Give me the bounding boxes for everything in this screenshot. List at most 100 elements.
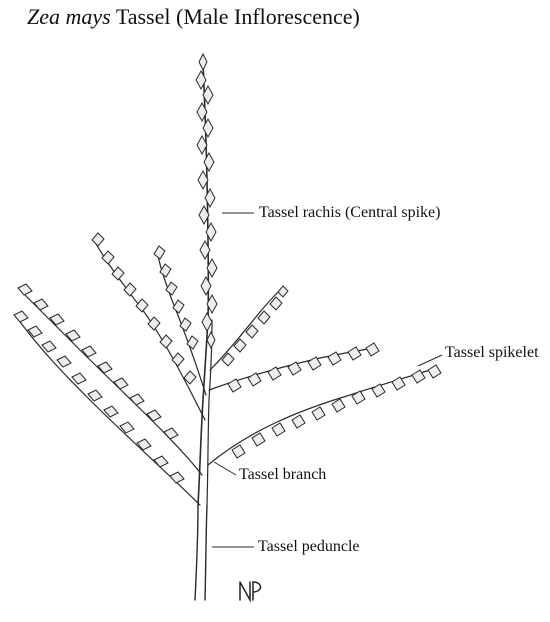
spikelet	[196, 101, 208, 123]
spikelet	[41, 340, 57, 353]
spikelet	[153, 455, 169, 468]
spikelet	[307, 356, 322, 371]
spikelet	[221, 352, 235, 367]
spikelet	[159, 334, 173, 349]
branch-stem-7	[209, 289, 281, 371]
spikelet	[17, 283, 33, 296]
spikelet	[201, 311, 213, 333]
spikelet	[371, 383, 386, 398]
spikelet	[179, 317, 192, 332]
spikelet	[233, 338, 247, 353]
branch-stem-3	[94, 241, 206, 421]
leader-line-spikelet	[417, 354, 443, 367]
spikelet	[365, 342, 380, 357]
label-spikelet: Tassel spikelet	[445, 344, 539, 361]
spikelet	[113, 377, 129, 390]
spikelet	[172, 299, 185, 314]
spikelet	[200, 275, 212, 297]
spikelet	[245, 324, 259, 339]
spikelet	[146, 409, 162, 422]
spikelet	[199, 239, 211, 261]
spikelet	[227, 378, 242, 393]
branch-7-spikelets	[221, 285, 289, 367]
spikelet	[101, 250, 115, 265]
spikelet	[327, 351, 342, 366]
spikelet	[391, 376, 406, 391]
spikelet	[197, 169, 209, 191]
spikelet	[347, 346, 362, 361]
spikelet	[33, 298, 49, 311]
spikelet	[103, 405, 119, 418]
spikelet	[204, 187, 216, 209]
spikelet	[198, 204, 210, 226]
title-rest: Tassel (Male Inflorescence)	[115, 4, 360, 29]
artist-signature-mark	[239, 581, 262, 603]
spikelet	[195, 69, 207, 91]
title-species: Zea mays	[27, 4, 111, 29]
spikelet	[87, 389, 103, 402]
branch-3-spikelets	[91, 232, 197, 385]
peduncle-stem-edge	[204, 504, 208, 601]
branch-4-spikelets	[153, 245, 199, 350]
spikelet	[91, 232, 105, 247]
spikelet	[202, 84, 214, 106]
central-spike-spikelets	[195, 52, 218, 350]
spikelet	[198, 52, 208, 72]
spikelet	[206, 293, 218, 315]
spikelet	[159, 263, 172, 278]
spikelet	[351, 390, 366, 405]
spikelet	[331, 398, 346, 413]
branch-6-spikelets	[227, 342, 380, 393]
spikelet	[169, 471, 185, 484]
branch-stem-2	[19, 289, 203, 476]
spikelet	[56, 355, 72, 368]
spikelet	[129, 393, 145, 406]
branch-stem-4	[157, 254, 207, 396]
spikelet-clusters	[13, 52, 442, 484]
spikelet	[119, 421, 135, 434]
label-rachis: Tassel rachis (Central spike)	[259, 204, 441, 221]
peduncle-stem	[194, 504, 199, 601]
spikelet	[231, 444, 246, 459]
label-peduncle: Tassel peduncle	[258, 538, 360, 555]
spikelet	[205, 221, 217, 243]
branch-stem-5	[207, 369, 431, 466]
spikelet	[291, 414, 306, 429]
spikelet	[411, 369, 426, 384]
spikelet	[49, 313, 65, 326]
spikelet	[203, 151, 215, 173]
spikelet	[206, 257, 218, 279]
spikelet	[97, 361, 113, 374]
spikelet	[81, 345, 97, 358]
leader-line-branch	[213, 461, 237, 476]
spikelet	[165, 281, 178, 296]
spikelet	[171, 352, 185, 367]
spikelet	[183, 370, 197, 385]
page-title: Zea mays Tassel (Male Inflorescence)	[27, 4, 360, 30]
branch-2-spikelets	[17, 283, 179, 440]
spikelet	[257, 310, 271, 325]
spikelet	[247, 372, 262, 387]
spikelet	[311, 406, 326, 421]
spikelet	[65, 329, 81, 342]
spikelet	[196, 134, 208, 156]
spikelet	[136, 438, 152, 451]
spikelet	[27, 325, 43, 338]
spikelet	[163, 427, 179, 440]
spikelet	[71, 372, 87, 385]
spikelet	[267, 366, 282, 381]
spikelet	[427, 364, 442, 379]
spikelet	[251, 432, 266, 447]
spikelet	[135, 298, 149, 313]
spikelet	[123, 282, 137, 297]
branch-5-spikelets	[231, 364, 442, 459]
spikelet	[13, 310, 29, 323]
spikelet	[147, 316, 161, 331]
spikelet	[271, 422, 286, 437]
spikelet	[269, 296, 283, 311]
label-branch: Tassel branch	[239, 466, 327, 483]
spikelet	[287, 361, 302, 376]
spikelet	[277, 285, 289, 298]
